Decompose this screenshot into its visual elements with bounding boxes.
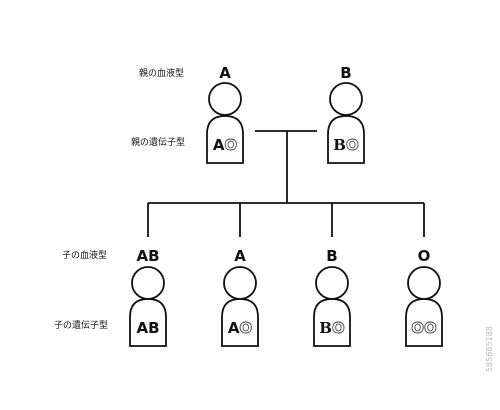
parent-blood-type: A bbox=[219, 64, 231, 82]
child-genotype-label: 子の遺伝子型 bbox=[54, 319, 108, 331]
person-head-icon bbox=[208, 82, 242, 116]
person-body-icon bbox=[327, 115, 365, 164]
family-tree-lines bbox=[147, 130, 425, 237]
person-body-icon bbox=[313, 298, 351, 347]
child-figure-o: O OO bbox=[405, 247, 443, 347]
parent-blood-type-label: 親の血液型 bbox=[139, 67, 184, 79]
person-body-icon bbox=[221, 298, 259, 347]
person-head-icon bbox=[131, 266, 165, 300]
parent-genotype: AO bbox=[213, 136, 237, 154]
child-figure-a: A AO bbox=[221, 247, 259, 347]
person-body-icon bbox=[206, 115, 244, 164]
parent-blood-type: B bbox=[340, 64, 351, 82]
child-figure-ab: AB AB bbox=[129, 247, 167, 347]
child-genotype: AO bbox=[228, 319, 252, 337]
child-figure-b: B BO bbox=[313, 247, 351, 347]
child-genotype: AB bbox=[136, 319, 159, 337]
parent-figure-a: A AO bbox=[206, 64, 244, 164]
child-blood-type: B bbox=[326, 247, 337, 265]
child-genotype: OO bbox=[411, 319, 437, 337]
person-body-icon bbox=[405, 298, 443, 347]
parent-genotype-label: 親の遺伝子型 bbox=[131, 136, 185, 148]
person-head-icon bbox=[329, 82, 363, 116]
person-head-icon bbox=[407, 266, 441, 300]
person-head-icon bbox=[223, 266, 257, 300]
child-blood-type: O bbox=[418, 247, 431, 265]
person-head-icon bbox=[315, 266, 349, 300]
child-blood-type: A bbox=[234, 247, 246, 265]
child-blood-type: AB bbox=[136, 247, 159, 265]
child-genotype: BO bbox=[319, 319, 344, 337]
parent-figure-b: B BO bbox=[327, 64, 365, 164]
watermark-id: 585685188 bbox=[485, 326, 494, 372]
parent-genotype: BO bbox=[333, 136, 358, 154]
person-body-icon bbox=[129, 298, 167, 347]
child-blood-type-label: 子の血液型 bbox=[62, 249, 107, 261]
